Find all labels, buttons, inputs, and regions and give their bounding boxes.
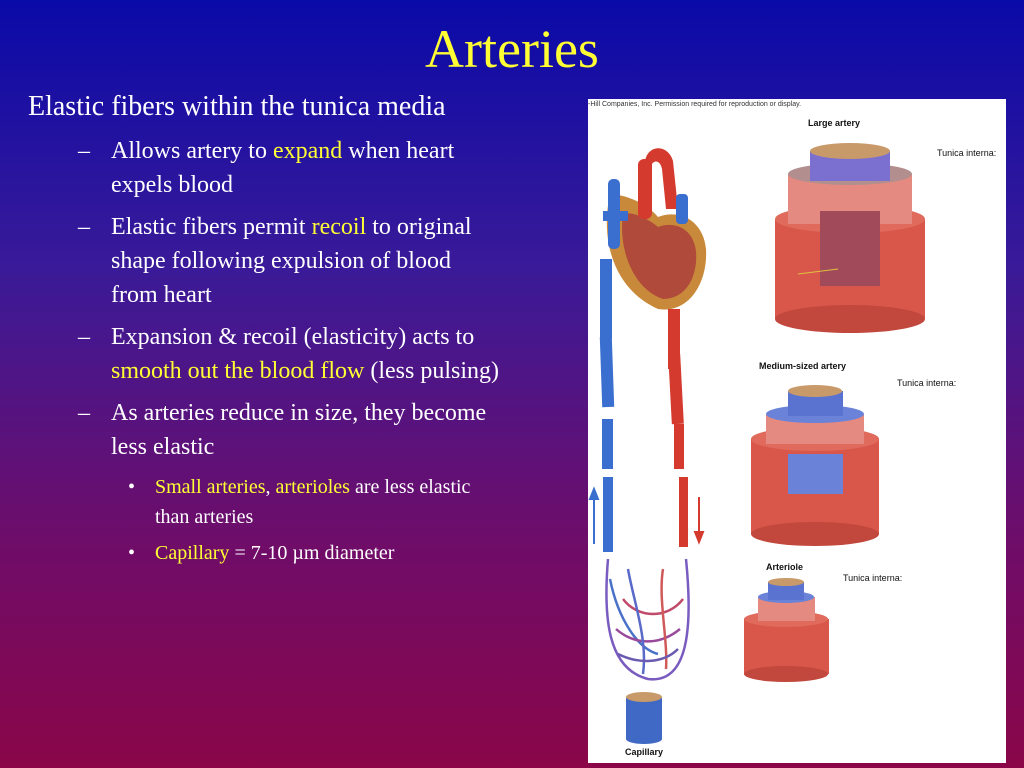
subsub-bullet-capillary: • Capillary = 7-10 µm diameter (28, 538, 503, 568)
artery-illustration (588, 143, 925, 744)
sub-text: As arteries reduce in size, they become … (111, 400, 487, 460)
figure-copyright: -Hill Companies, Inc. Permission require… (588, 101, 802, 108)
highlight-recoil: recoil (311, 214, 367, 240)
heart-icon (603, 148, 707, 310)
dash-marker: – (78, 324, 90, 350)
sub-text: = 7-10 µm diameter (229, 542, 395, 564)
sub-text: to original shape following expulsion of… (111, 214, 472, 308)
highlight-expand: expand (272, 138, 343, 164)
subsub-bullet-small-arteries: • Small arteries, arterioles are less el… (28, 472, 503, 532)
dash-marker: – (78, 138, 90, 164)
sub-text: Allows artery to (111, 138, 273, 164)
label-tunica-interna-3: Tunica interna: (843, 573, 903, 583)
label-capillary: Capillary (625, 747, 664, 757)
dash-marker: – (78, 400, 90, 426)
bullet-dot: • (128, 542, 136, 564)
sub-text: Expansion & recoil (elasticity) acts to (111, 324, 475, 350)
vessel-pipes (599, 259, 688, 552)
highlight-smooth-flow: smooth out the blood flow (111, 358, 365, 384)
medium-artery-icon (751, 385, 879, 546)
sub-bullet-size: – As arteries reduce in size, they becom… (28, 396, 503, 464)
highlight-arterioles: arterioles (275, 476, 350, 498)
dash-marker: – (78, 214, 90, 240)
sub-text: when heart expels blood (111, 138, 455, 198)
sub-text: (less pulsing) (364, 358, 499, 384)
arteriole-icon (744, 578, 829, 682)
sub-text: are less elastic than arteries (155, 476, 471, 528)
large-artery-icon (775, 143, 925, 333)
sub-text: , (265, 476, 276, 498)
flow-arrows (588, 486, 600, 544)
label-large-artery: Large artery (808, 118, 861, 128)
capillary-bed (605, 558, 690, 681)
label-tunica-interna-1: Tunica interna: (937, 148, 997, 158)
slide-body: Elastic fibers within the tunica media –… (28, 88, 503, 574)
capillary-tube (626, 692, 662, 744)
sub-text: Elastic fibers permit (111, 214, 312, 240)
artery-figure: -Hill Companies, Inc. Permission require… (588, 99, 1006, 763)
bullet-dot: • (128, 476, 136, 498)
flow-arrows-down (693, 497, 705, 545)
sub-bullet-elasticity: – Expansion & recoil (elasticity) acts t… (28, 320, 503, 388)
label-tunica-interna-2: Tunica interna: (897, 378, 957, 388)
highlight-capillary: Capillary (155, 542, 230, 564)
label-arteriole: Arteriole (766, 562, 804, 572)
sub-bullet-recoil: – Elastic fibers permit recoil to origin… (28, 210, 503, 312)
label-medium-artery: Medium-sized artery (759, 361, 847, 371)
sub-bullet-expand: – Allows artery to expand when heart exp… (28, 134, 503, 202)
slide-title: Arteries (425, 19, 599, 79)
bullet-main: Elastic fibers within the tunica media (28, 91, 446, 122)
highlight-small-arteries: Small arteries (155, 476, 266, 498)
